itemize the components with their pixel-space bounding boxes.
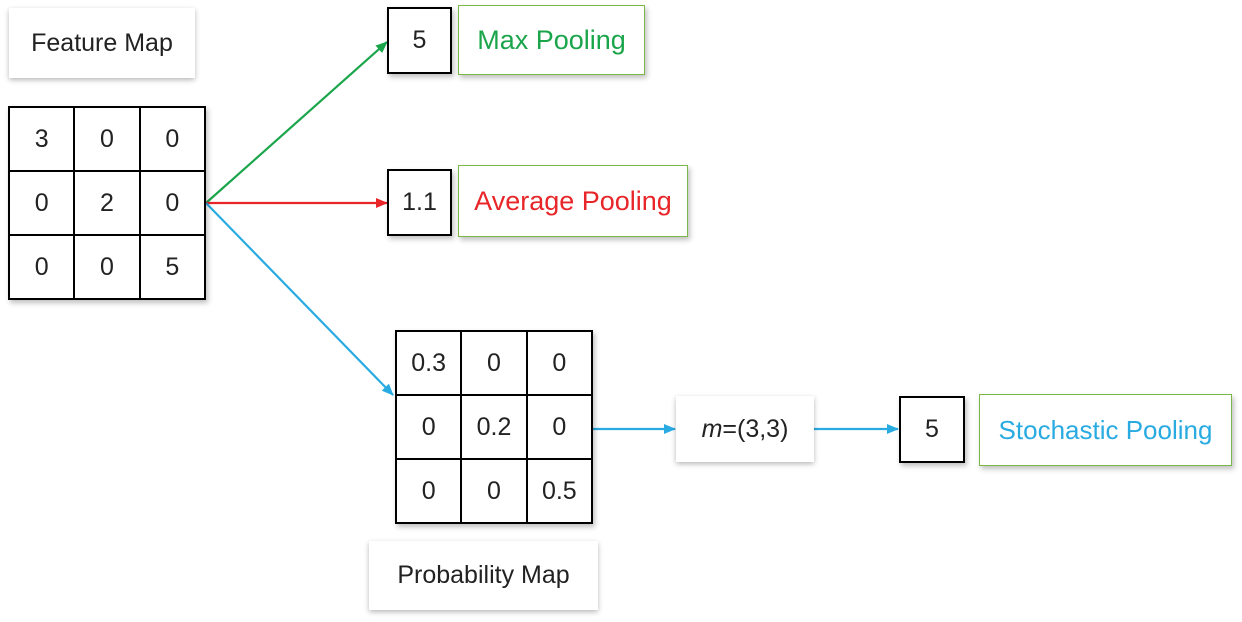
- feature-map-cell: 0: [140, 172, 204, 234]
- probability-map-cell: 0: [397, 396, 461, 458]
- feature-map-title: Feature Map: [9, 8, 195, 78]
- feature-map-cell: 5: [140, 236, 204, 298]
- probability-map-cell: 0: [527, 396, 591, 458]
- stochastic-pooling-label: Stochastic Pooling: [998, 414, 1213, 445]
- feature-map-grid: 3 0 0 0 2 0 0 0 5: [8, 106, 206, 300]
- max-pooling-label: Max Pooling: [477, 24, 626, 55]
- sampled-location-coords: =(3,3): [722, 414, 789, 443]
- max-pooling-value: 5: [412, 26, 427, 54]
- average-pooling-label-box: Average Pooling: [458, 165, 688, 237]
- max-pooling-arrow: [205, 41, 388, 204]
- feature-map-cell: 0: [75, 108, 139, 170]
- stochastic-pooling-value: 5: [925, 415, 939, 443]
- average-pooling-value: 1.1: [402, 188, 437, 216]
- feature-map-cell: 0: [75, 236, 139, 298]
- feature-map-cell: 0: [10, 236, 74, 298]
- max-pooling-label-box: Max Pooling: [458, 5, 645, 75]
- sampled-location-var: m: [701, 414, 723, 443]
- probability-map-cell: 0.3: [397, 332, 461, 394]
- probability-map-cell: 0: [462, 460, 526, 522]
- probability-map-grid: 0.3 0 0 0 0.2 0 0 0 0.5: [395, 330, 593, 524]
- feature-map-cell: 0: [10, 172, 74, 234]
- sampled-location-box: m=(3,3): [676, 396, 814, 462]
- stochastic-pooling-label-box: Stochastic Pooling: [979, 394, 1232, 466]
- average-pooling-label: Average Pooling: [474, 185, 672, 216]
- probability-map-title-text: Probability Map: [397, 561, 570, 589]
- feature-map-cell: 3: [10, 108, 74, 170]
- max-pooling-result: 5: [387, 7, 452, 74]
- probability-map-cell: 0: [527, 332, 591, 394]
- probability-map-title: Probability Map: [369, 541, 598, 610]
- probability-arrow: [205, 202, 394, 396]
- feature-map-cell: 2: [75, 172, 139, 234]
- probability-map-cell: 0: [397, 460, 461, 522]
- feature-map-title-text: Feature Map: [31, 28, 173, 57]
- stochastic-pooling-result: 5: [899, 396, 965, 463]
- probability-map-cell: 0.5: [527, 460, 591, 522]
- feature-map-cell: 0: [140, 108, 204, 170]
- probability-map-cell: 0: [462, 332, 526, 394]
- probability-map-cell: 0.2: [462, 396, 526, 458]
- average-pooling-result: 1.1: [387, 169, 452, 236]
